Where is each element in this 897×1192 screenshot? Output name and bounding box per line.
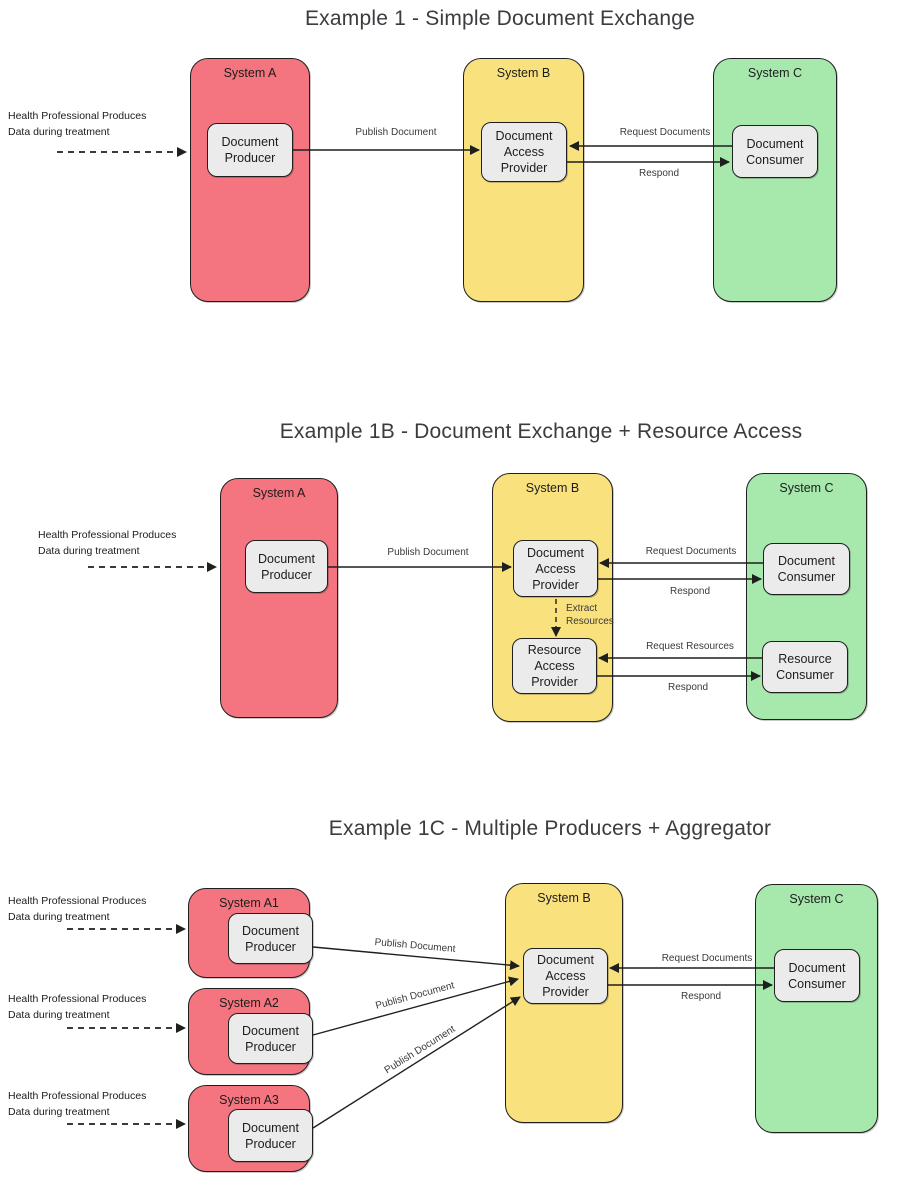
- d2-document-consumer: Document Consumer: [763, 543, 850, 595]
- d2-respond-resources-label: Respond: [667, 682, 709, 693]
- d2-document-consumer-label: Document Consumer: [777, 554, 836, 584]
- diagram1-title: Example 1 - Simple Document Exchange: [304, 7, 696, 30]
- d3-document-producer-2-label: Document Producer: [242, 1023, 299, 1054]
- d2-request-documents-label: Request Documents: [645, 546, 737, 557]
- d3-publish-arrow-2: [312, 976, 519, 1036]
- d1-document-producer: Document Producer: [207, 123, 293, 177]
- d3-document-producer-1-label: Document Producer: [242, 923, 299, 954]
- d3-document-access-provider: Document Access Provider: [523, 948, 608, 1004]
- d3-note-1: Health Professional Produces Data during…: [8, 894, 146, 926]
- d3-request-documents-label: Request Documents: [661, 953, 753, 964]
- d2-document-access-provider: Document Access Provider: [513, 540, 598, 597]
- d2-resource-consumer: Resource Consumer: [762, 641, 848, 693]
- d3-note-1-line1: Health Professional Produces: [8, 895, 147, 907]
- diagram2-title: Example 1B - Document Exchange + Resourc…: [279, 420, 803, 443]
- d1-system-a-label: System A: [223, 66, 277, 80]
- d3-publish-document-label-1: Publish Document: [374, 936, 456, 956]
- d1-note-line2: Data during treatment: [8, 125, 110, 138]
- d1-note-line1: Health Professional Produces: [8, 110, 147, 122]
- d2-note-line2: Data during treatment: [38, 544, 140, 557]
- d2-system-c-label: System C: [779, 481, 834, 495]
- d2-note-line1: Health Professional Produces: [38, 529, 177, 541]
- d2-resource-consumer-label: Resource Consumer: [776, 652, 834, 682]
- d3-system-c-label: System C: [789, 892, 844, 906]
- d3-note-3-line1: Health Professional Produces: [8, 1090, 147, 1102]
- d1-document-access-provider: Document Access Provider: [481, 122, 567, 182]
- d3-system-b-label: System B: [537, 891, 591, 905]
- d1-system-a: System A: [190, 58, 310, 302]
- d2-system-a: System A: [220, 478, 338, 718]
- d3-respond-label: Respond: [680, 991, 722, 1002]
- d3-document-producer-3: Document Producer: [228, 1109, 313, 1162]
- d2-request-resources-label: Request Resources: [646, 641, 734, 652]
- d3-note-1-line2: Data during treatment: [8, 910, 110, 923]
- d2-resource-access-provider-label: Resource Access Provider: [527, 643, 582, 689]
- diagram3-title: Example 1C - Multiple Producers + Aggreg…: [328, 817, 772, 840]
- d1-document-access-provider-label: Document Access Provider: [495, 129, 553, 175]
- d1-document-producer-label: Document Producer: [221, 135, 279, 165]
- d3-system-c: System C: [755, 884, 878, 1133]
- d1-system-b-label: System B: [496, 66, 551, 80]
- d1-system-c-label: System C: [747, 66, 803, 80]
- d3-document-consumer: Document Consumer: [774, 949, 860, 1002]
- d3-note-3-line2: Data during treatment: [8, 1105, 110, 1118]
- d1-respond-label: Respond: [638, 168, 680, 179]
- d3-system-a2-label: System A2: [219, 996, 279, 1010]
- d2-note: Health Professional Produces Data during…: [38, 528, 176, 560]
- d3-document-consumer-label: Document Consumer: [788, 960, 846, 991]
- d3-note-2: Health Professional Produces Data during…: [8, 992, 146, 1024]
- d3-publish-arrow-3: [312, 996, 521, 1129]
- d2-document-producer: Document Producer: [245, 540, 328, 593]
- d3-document-producer-1: Document Producer: [228, 913, 313, 964]
- d1-document-consumer: Document Consumer: [732, 125, 818, 178]
- d1-publish-document-label: Publish Document: [355, 127, 437, 138]
- d2-extract-line2: Resources: [566, 616, 614, 627]
- d3-system-a1-label: System A1: [219, 896, 279, 910]
- d2-extract-resources-label: Extract Resources: [566, 602, 614, 628]
- d3-note-2-line1: Health Professional Produces: [8, 993, 147, 1005]
- d3-document-producer-3-label: Document Producer: [242, 1120, 299, 1151]
- d2-extract-line1: Extract: [566, 603, 598, 614]
- d1-document-consumer-label: Document Consumer: [746, 136, 804, 167]
- d2-document-producer-label: Document Producer: [258, 551, 315, 582]
- d3-document-access-provider-label: Document Access Provider: [537, 953, 594, 999]
- d2-system-a-label: System A: [252, 486, 306, 500]
- d2-respond-documents-label: Respond: [669, 586, 711, 597]
- d3-note-3: Health Professional Produces Data during…: [8, 1089, 146, 1121]
- d2-document-access-provider-label: Document Access Provider: [527, 545, 584, 592]
- d2-publish-document-label: Publish Document: [387, 547, 469, 558]
- d3-publish-document-label-3: Publish Document: [382, 1023, 458, 1077]
- d2-resource-access-provider: Resource Access Provider: [512, 638, 597, 694]
- d3-note-2-line2: Data during treatment: [8, 1008, 110, 1021]
- d1-system-c: System C: [713, 58, 837, 302]
- d3-publish-document-label-2: Publish Document: [374, 980, 456, 1012]
- d3-document-producer-2: Document Producer: [228, 1013, 313, 1064]
- d1-request-documents-label: Request Documents: [619, 127, 711, 138]
- d3-system-a3-label: System A3: [219, 1093, 279, 1107]
- d2-system-b-label: System B: [525, 481, 580, 495]
- d1-note: Health Professional Produces Data during…: [8, 109, 146, 141]
